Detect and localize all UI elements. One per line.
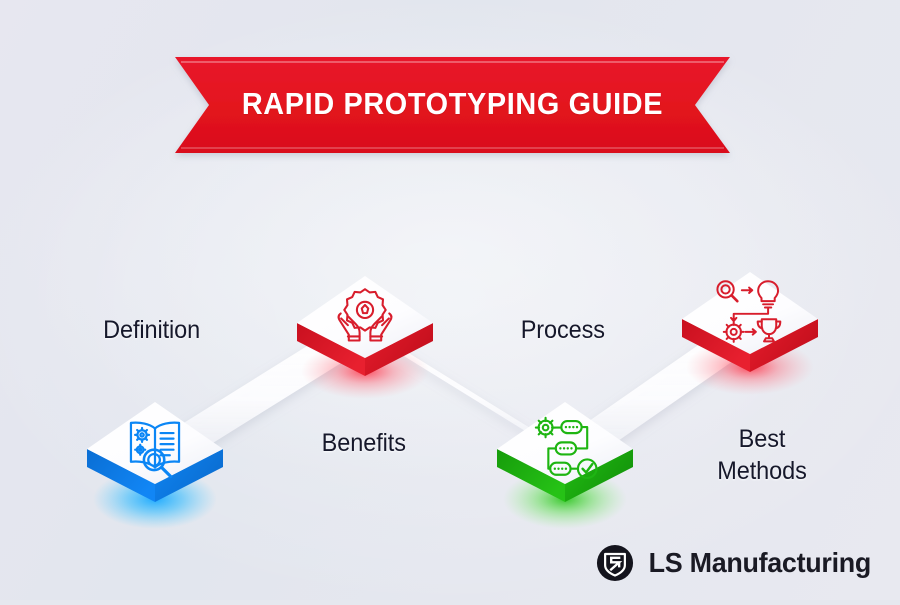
node-cube-red-2 bbox=[669, 241, 831, 403]
node-label-process: Process bbox=[520, 316, 605, 344]
book-gears-magnifier-icon bbox=[118, 409, 192, 483]
flow-node-definition[interactable] bbox=[74, 371, 236, 533]
flow-node-best-methods[interactable] bbox=[669, 241, 831, 403]
page-title: Rapid Prototyping Guide bbox=[241, 86, 664, 121]
title-banner: Rapid Prototyping Guide bbox=[175, 57, 730, 153]
flow-node-benefits[interactable] bbox=[284, 245, 446, 407]
research-idea-gear-trophy-icon bbox=[712, 277, 788, 347]
node-cube-red-1 bbox=[284, 245, 446, 407]
node-label-definition: Definition bbox=[103, 316, 201, 344]
node-label-best-methods: Best Methods bbox=[717, 425, 807, 485]
hands-holding-badge-icon bbox=[329, 282, 401, 354]
flow-node-process[interactable] bbox=[484, 371, 646, 533]
node-label-benefits: Benefits bbox=[321, 429, 406, 457]
flowchart-gear-check-icon bbox=[528, 410, 602, 484]
ls-shield-monogram-icon bbox=[596, 544, 634, 582]
brand-name: LS Manufacturing bbox=[648, 547, 872, 578]
brand-logo: LS Manufacturing bbox=[596, 544, 876, 582]
